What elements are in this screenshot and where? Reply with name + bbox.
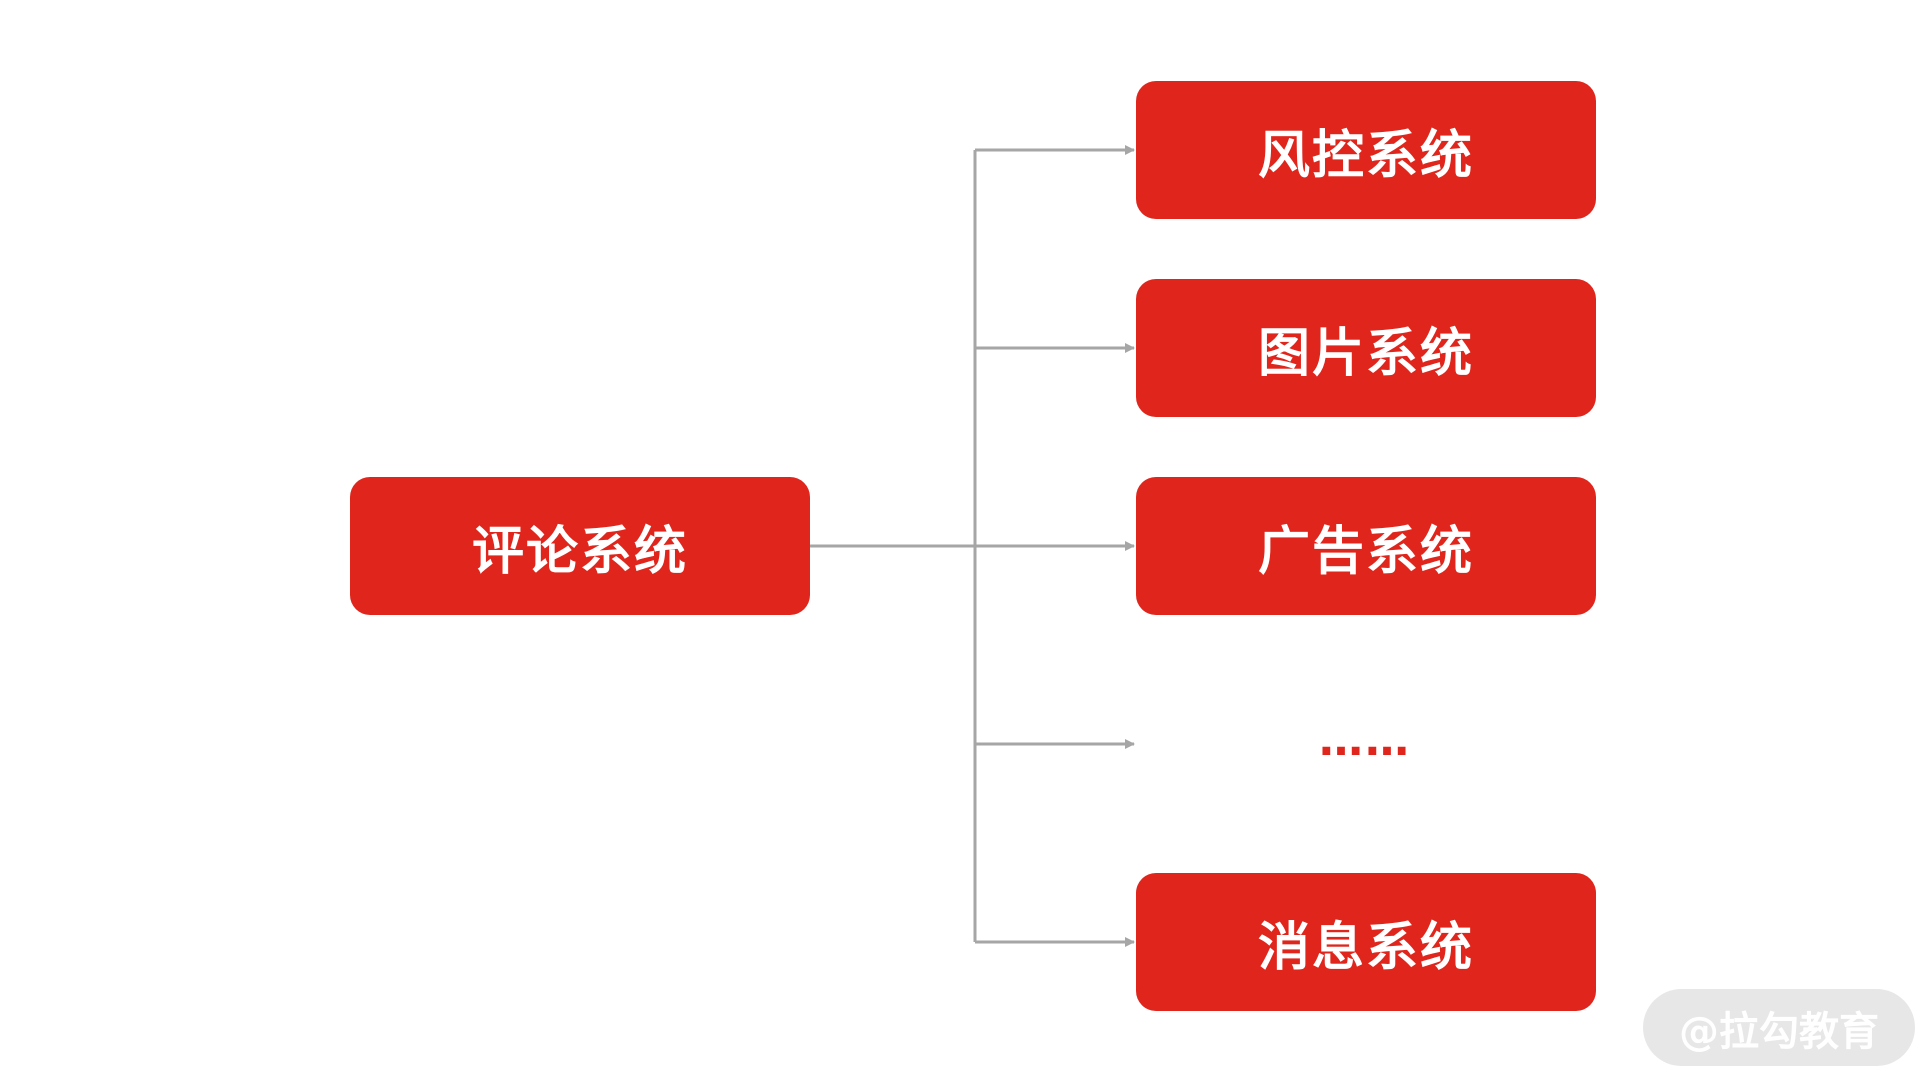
source-node-label: 评论系统 [471, 521, 688, 582]
target-node-label: 消息系统 [1257, 917, 1474, 978]
target-node-label: 图片系统 [1257, 323, 1474, 384]
target-node-message-system: 消息系统 [1136, 873, 1596, 1011]
more-targets-ellipsis: …… [1319, 714, 1411, 766]
target-node-label: 风控系统 [1257, 125, 1474, 186]
target-node-label: 广告系统 [1257, 521, 1474, 582]
watermark-badge: @拉勾教育 [1643, 989, 1915, 1066]
target-node-risk-control-system: 风控系统 [1136, 81, 1596, 219]
target-node-ad-system: 广告系统 [1136, 477, 1596, 615]
source-node-comment-system: 评论系统 [350, 477, 810, 615]
watermark-text: @拉勾教育 [1679, 1008, 1879, 1055]
target-node-image-system: 图片系统 [1136, 279, 1596, 417]
